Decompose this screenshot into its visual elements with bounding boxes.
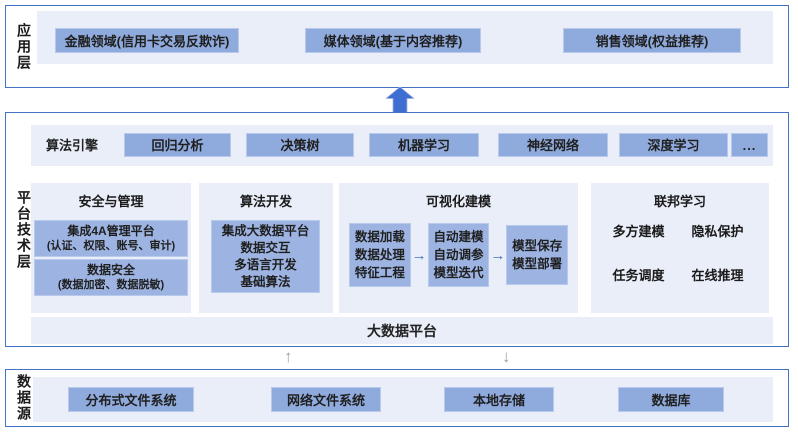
federated-items: 多方建模 隐私保护 任务调度 在线推理: [599, 221, 757, 284]
panel-algorithm-development: 算法开发 集成大数据平台 数据交互 多语言开发 基础算法: [199, 183, 333, 313]
box-auto-modeling: 自动建模 自动调参 模型迭代: [427, 223, 490, 287]
box-algdev-capabilities: 集成大数据平台 数据交互 多语言开发 基础算法: [211, 220, 320, 293]
big-up-arrow-icon: [386, 87, 414, 113]
box-media-domain: 媒体领域(基于内容推荐): [305, 28, 481, 53]
federated-item-multiparty: 多方建模: [612, 224, 665, 239]
right-arrow-icon: →: [411, 246, 427, 264]
federated-item-scheduling: 任务调度: [612, 268, 665, 283]
application-layer: 应用层 金融领域(信用卡交易反欺诈) 媒体领域(基于内容推荐) 销售领域(权益推…: [5, 5, 789, 88]
box-4a-management: 集成4A管理平台 (认证、权限、账号、审计): [34, 220, 188, 257]
vis-step-line: 模型迭代: [433, 266, 484, 280]
box-neural-network: 神经网络: [498, 133, 608, 157]
box-4a-line2: (认证、权限、账号、审计): [46, 239, 176, 252]
panel-federated-title: 联邦学习: [653, 194, 706, 209]
panel-security-title: 安全与管理: [78, 194, 144, 209]
panel-federated-learning: 联邦学习 多方建模 隐私保护 任务调度 在线推理: [591, 183, 769, 313]
box-decision-tree: 决策树: [246, 133, 354, 157]
box-finance-domain: 金融领域(信用卡交易反欺诈): [55, 28, 239, 53]
box-data-security-line1: 数据安全: [86, 263, 135, 277]
vis-step-line: 数据处理: [354, 248, 405, 262]
box-database: 数据库: [618, 387, 724, 412]
vis-step-line: 自动调参: [433, 248, 484, 262]
panel-visual-modeling-title: 可视化建模: [425, 194, 491, 209]
datasource-layer-label: 数据源: [16, 374, 32, 422]
down-arrow-icon: ↓: [502, 347, 511, 366]
panel-visual-modeling: 可视化建模 数据加载 数据处理 特征工程 → 自动建模 自动调参 模型迭代 → …: [339, 183, 578, 313]
box-machine-learning: 机器学习: [369, 133, 479, 157]
box-local-storage: 本地存储: [444, 387, 554, 412]
box-regression-analysis: 回归分析: [124, 133, 231, 157]
algorithm-engine-label: 算法引擎: [46, 138, 99, 153]
vis-step-line: 模型保存: [512, 239, 563, 253]
platform-layer-label: 平台技术层: [16, 189, 32, 270]
panel-security-management: 安全与管理 集成4A管理平台 (认证、权限、账号、审计) 数据安全 (数据加密、…: [31, 183, 191, 313]
vis-step-line: 特征工程: [354, 266, 405, 280]
application-layer-label: 应用层: [16, 22, 32, 71]
panel-algdev-title: 算法开发: [239, 194, 292, 209]
federated-item-inference: 在线推理: [691, 268, 744, 283]
vis-step-line: 模型部署: [512, 257, 563, 271]
vis-step-line: 自动建模: [433, 230, 484, 244]
box-more-algorithms: ...: [731, 133, 768, 157]
box-data-security-line2: (数据加密、数据脱敏): [57, 278, 165, 291]
box-network-file-system: 网络文件系统: [271, 387, 381, 412]
up-arrow-icon: ↑: [284, 347, 293, 366]
box-distributed-file-system: 分布式文件系统: [68, 387, 194, 412]
algdev-line: 集成大数据平台: [221, 223, 310, 238]
bigdata-platform-bar: 大数据平台: [31, 317, 773, 344]
federated-item-privacy: 隐私保护: [691, 224, 744, 239]
algorithm-engine-row: 算法引擎 回归分析 决策树 机器学习 神经网络 深度学习 ...: [31, 125, 773, 166]
box-4a-line1: 集成4A管理平台: [67, 224, 155, 238]
box-deep-learning: 深度学习: [619, 133, 728, 157]
right-arrow-icon: →: [490, 246, 506, 264]
platform-layer: 平台技术层 算法引擎 回归分析 决策树 机器学习 神经网络 深度学习 ... 安…: [5, 112, 789, 347]
algdev-line: 多语言开发: [234, 257, 297, 272]
box-model-deployment: 模型保存 模型部署: [506, 225, 569, 285]
box-sales-domain: 销售领域(权益推荐): [563, 28, 741, 53]
visual-modeling-pipeline: 数据加载 数据处理 特征工程 → 自动建模 自动调参 模型迭代 → 模型保存 模…: [349, 222, 569, 288]
datasource-layer: 数据源 分布式文件系统 网络文件系统 本地存储 数据库: [5, 369, 789, 427]
algdev-line: 数据交互: [240, 240, 291, 255]
box-data-preparation: 数据加载 数据处理 特征工程: [349, 223, 411, 287]
vis-step-line: 数据加载: [354, 230, 405, 244]
box-data-security: 数据安全 (数据加密、数据脱敏): [34, 259, 188, 296]
algdev-line: 基础算法: [240, 274, 291, 289]
